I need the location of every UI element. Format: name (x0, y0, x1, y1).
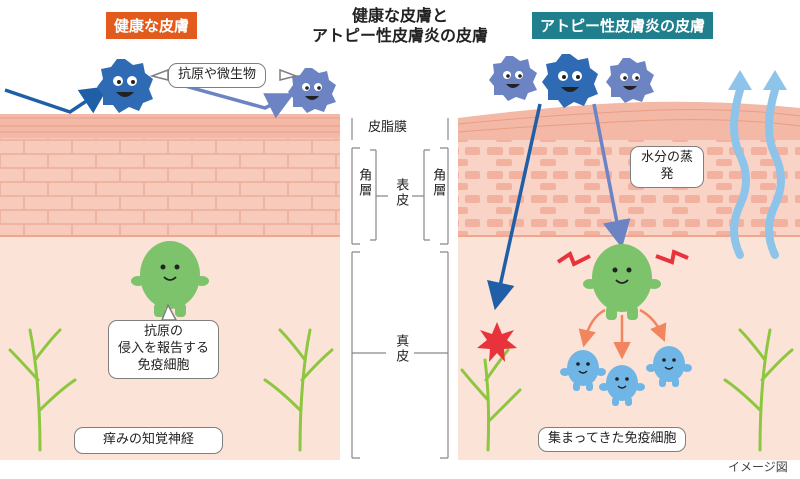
bounce-arrow-1 (4, 86, 109, 114)
immune-cell-icon (583, 244, 661, 320)
penetrate-arrow-1 (487, 103, 542, 311)
title-line-1: 健康な皮膚と (351, 6, 448, 25)
alarm-sign-icon (556, 250, 591, 267)
water-evaporation-label: 水分の蒸発 (630, 146, 704, 188)
report-cell-line-3: 免疫細胞 (137, 357, 190, 373)
epidermis-label: 表皮 (393, 178, 409, 208)
image-caption: イメージ図 (728, 460, 788, 474)
vapor-arrows-icon (728, 70, 787, 259)
stratum-label-right: 角層 (430, 168, 446, 198)
layer-brackets (351, 118, 449, 459)
microbe-icon (489, 56, 537, 101)
sebum-label: 皮脂膜 (368, 120, 408, 135)
atopic-heading: アトピー性皮膚炎の皮膚 (532, 12, 714, 39)
stratum-label-left: 角層 (356, 168, 372, 198)
microbe-icon (542, 54, 598, 108)
report-cell-label: 抗原の 侵入を報告する 免疫細胞 (108, 320, 220, 379)
nerve-icon (8, 328, 794, 452)
page-title: 健康な皮膚と アトピー性皮膚炎の皮膚 (290, 6, 510, 46)
microbe-icon (606, 58, 654, 103)
gathered-cell-icon (560, 350, 606, 391)
report-cell-line-2: 侵入を報告する (118, 340, 210, 356)
antigen-label: 抗原や微生物 (168, 63, 267, 88)
penetrate-arrow-2 (592, 103, 631, 249)
report-cell-line-1: 抗原の (144, 324, 184, 339)
microbe-icon (288, 68, 336, 113)
immune-cell-icon (131, 241, 209, 317)
dermis-label: 真皮 (393, 334, 409, 364)
itch-nerve-label: 痒みの知覚神経 (74, 427, 224, 454)
title-line-2: アトピー性皮膚炎の皮膚 (311, 26, 488, 45)
alarm-sign-icon (655, 249, 689, 265)
bounce-arrow-2 (184, 84, 295, 119)
gathered-cells-label: 集まってきた免疫細胞 (538, 427, 687, 452)
healthy-heading: 健康な皮膚 (106, 12, 198, 39)
microbe-icon (97, 59, 153, 113)
alert-starburst-icon (477, 322, 517, 362)
gathered-cell-icon (646, 346, 692, 387)
recruit-arrows (578, 308, 667, 360)
gathered-cell-icon (599, 365, 645, 406)
